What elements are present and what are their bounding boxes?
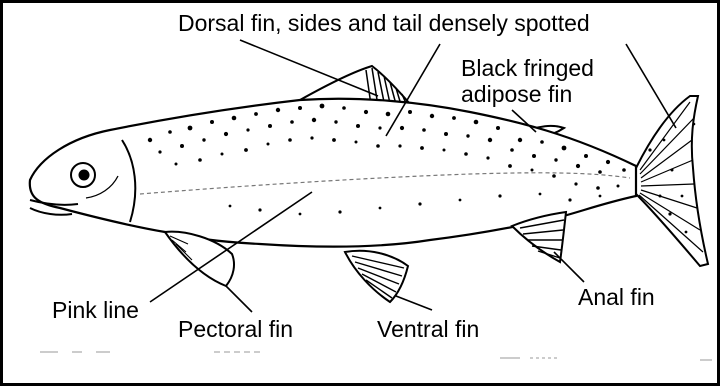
- label-dorsal-fin: Dorsal fin, sides and tail densely spott…: [178, 10, 590, 36]
- leader-dorsal: [240, 40, 378, 96]
- leader-anal: [554, 252, 584, 282]
- pupil: [79, 170, 90, 181]
- label-ventral-fin: Ventral fin: [377, 316, 479, 342]
- leader-tail: [626, 44, 676, 128]
- label-pink-line: Pink line: [52, 297, 139, 323]
- leader-pectoral: [226, 286, 252, 312]
- ventral-fin: [345, 251, 408, 302]
- scan-noise: [40, 352, 712, 360]
- leader-ventral: [396, 296, 432, 310]
- label-adipose-fin: Black fringed adipose fin: [461, 55, 594, 108]
- label-pectoral-fin: Pectoral fin: [178, 316, 293, 342]
- label-anal-fin: Anal fin: [578, 284, 655, 310]
